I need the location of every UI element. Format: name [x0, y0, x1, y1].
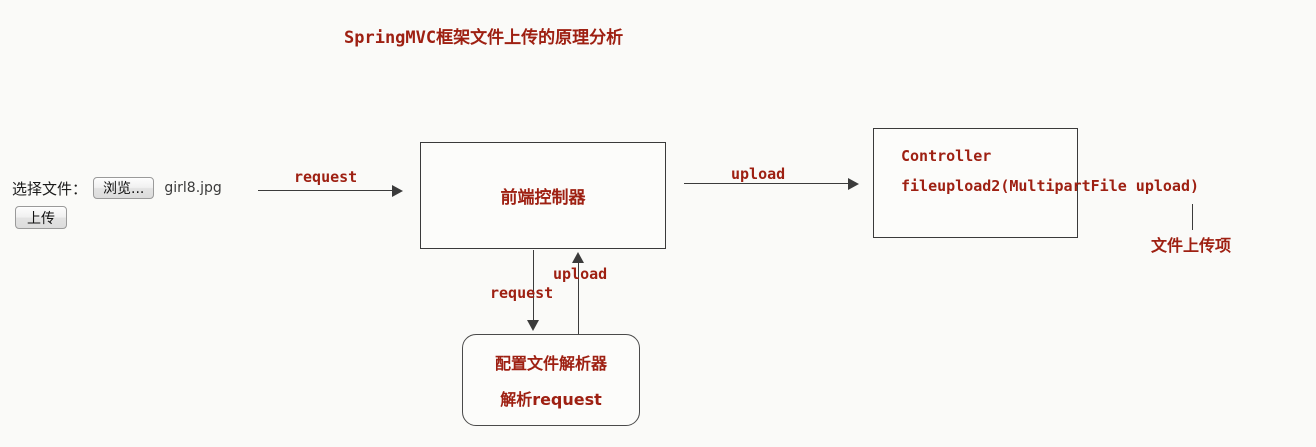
controller-title: Controller — [901, 147, 992, 165]
resolver-request-arrow-label: request — [490, 284, 554, 302]
controller-note-connector — [1192, 204, 1193, 230]
file-select-label: 选择文件： — [12, 179, 88, 198]
front-controller-label: 前端控制器 — [500, 188, 586, 208]
file-upload-form: 选择文件： 浏览... girl8.jpg 上传 — [12, 176, 252, 229]
resolver-request-arrow-line — [533, 250, 534, 322]
resolver-upload-arrow-head — [572, 252, 584, 263]
browse-button[interactable]: 浏览... — [93, 177, 155, 199]
request-arrow-line — [258, 190, 398, 191]
page-title: SpringMVC框架文件上传的原理分析 — [344, 28, 624, 48]
request-arrow-label: request — [294, 168, 358, 186]
resolver-upload-arrow-label: upload — [553, 265, 608, 283]
file-upload-item-label: 文件上传项 — [1151, 236, 1232, 255]
controller-method-signature: fileupload2(MultipartFile upload) — [901, 177, 1200, 195]
file-resolver-subtitle: 解析request — [500, 390, 602, 409]
request-arrow-head — [392, 185, 403, 197]
resolver-request-arrow-head — [527, 320, 539, 331]
file-resolver-node: 配置文件解析器 解析request — [462, 334, 640, 426]
upload-arrow-head — [848, 178, 859, 190]
file-resolver-title: 配置文件解析器 — [494, 354, 607, 373]
upload-arrow-line — [684, 183, 854, 184]
front-controller-node: 前端控制器 — [420, 142, 666, 249]
resolver-upload-arrow-line — [578, 262, 579, 334]
upload-arrow-label: upload — [731, 165, 786, 183]
upload-submit-button[interactable]: 上传 — [15, 206, 67, 229]
submit-row: 上传 — [15, 206, 252, 229]
selected-file-name: girl8.jpg — [164, 180, 222, 196]
controller-node: Controller fileupload2(MultipartFile upl… — [873, 128, 1199, 238]
file-select-row: 选择文件： 浏览... girl8.jpg — [12, 176, 252, 200]
